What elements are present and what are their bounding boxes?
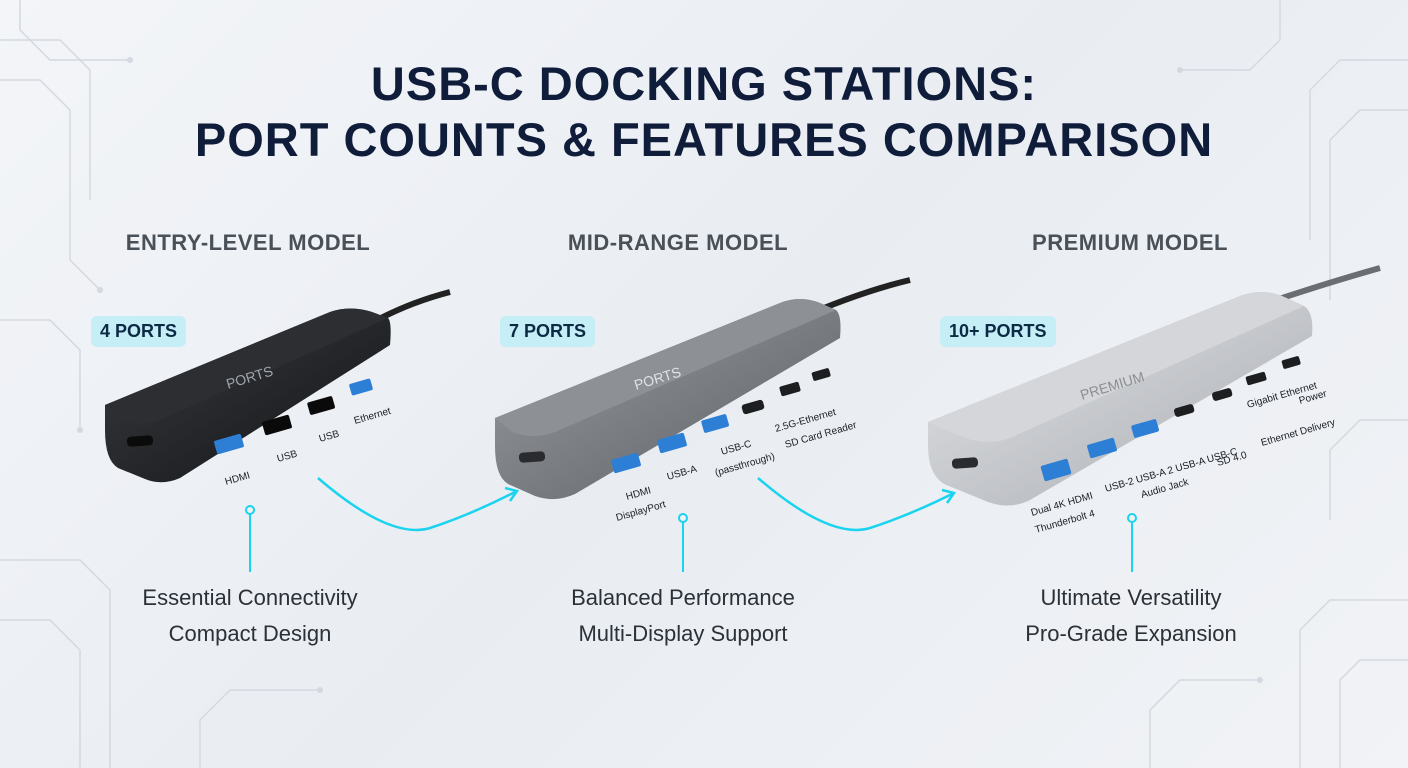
- premium-desc-line2: Pro-Grade Expansion: [1025, 621, 1237, 646]
- mid-port-label-usb-a: USB-A: [666, 464, 699, 483]
- premium-port-count-badge: 10+ PORTS: [940, 316, 1056, 347]
- mid-description: Balanced Performance Multi-Display Suppo…: [513, 580, 853, 652]
- premium-port-label-delivery: Ethernet Delivery: [1260, 417, 1337, 449]
- premium-pointer-dot: [1127, 513, 1137, 523]
- mid-port-label-hdmi: HDMI: [625, 485, 653, 503]
- entry-port-label-usb-1: USB: [276, 449, 299, 465]
- entry-description: Essential Connectivity Compact Design: [80, 580, 420, 652]
- entry-port-label-usb-2: USB: [318, 429, 341, 445]
- mid-port-label-displayport: DisplayPort: [615, 499, 667, 524]
- entry-desc-line2: Compact Design: [168, 621, 332, 646]
- page-title-line2: PORT COUNTS & FEATURES COMPARISON: [194, 113, 1214, 166]
- mid-port-label-usb-c: USB-C: [720, 439, 753, 458]
- entry-model-heading: ENTRY-LEVEL MODEL: [125, 230, 371, 255]
- premium-cable: [1269, 265, 1381, 305]
- mid-desc-line2: Multi-Display Support: [578, 621, 788, 646]
- entry-desc-line1: Essential Connectivity: [142, 585, 358, 610]
- entry-port-count-badge: 4 PORTS: [91, 316, 187, 347]
- entry-port-label-hdmi: HDMI: [224, 470, 252, 488]
- mid-port-count-badge: 7 PORTS: [500, 316, 596, 347]
- premium-model-heading: PREMIUM MODEL: [1032, 230, 1228, 255]
- premium-description: Ultimate Versatility Pro-Grade Expansion: [961, 580, 1301, 652]
- page-title-line1: USB-C DOCKING STATIONS:: [370, 57, 1038, 110]
- mid-desc-line1: Balanced Performance: [571, 585, 795, 610]
- entry-port-label-ethernet: Ethernet: [353, 406, 393, 427]
- entry-dock: PORTS HDMI USB USB Ethernet: [105, 308, 393, 488]
- mid-model-heading: MID-RANGE MODEL: [567, 230, 789, 255]
- entry-pointer-dot: [245, 505, 255, 515]
- premium-desc-line1: Ultimate Versatility: [1040, 585, 1222, 610]
- mid-pointer-dot: [678, 513, 688, 523]
- arrow-entry-to-mid: [317, 477, 516, 532]
- arrow-mid-to-premium: [757, 477, 953, 532]
